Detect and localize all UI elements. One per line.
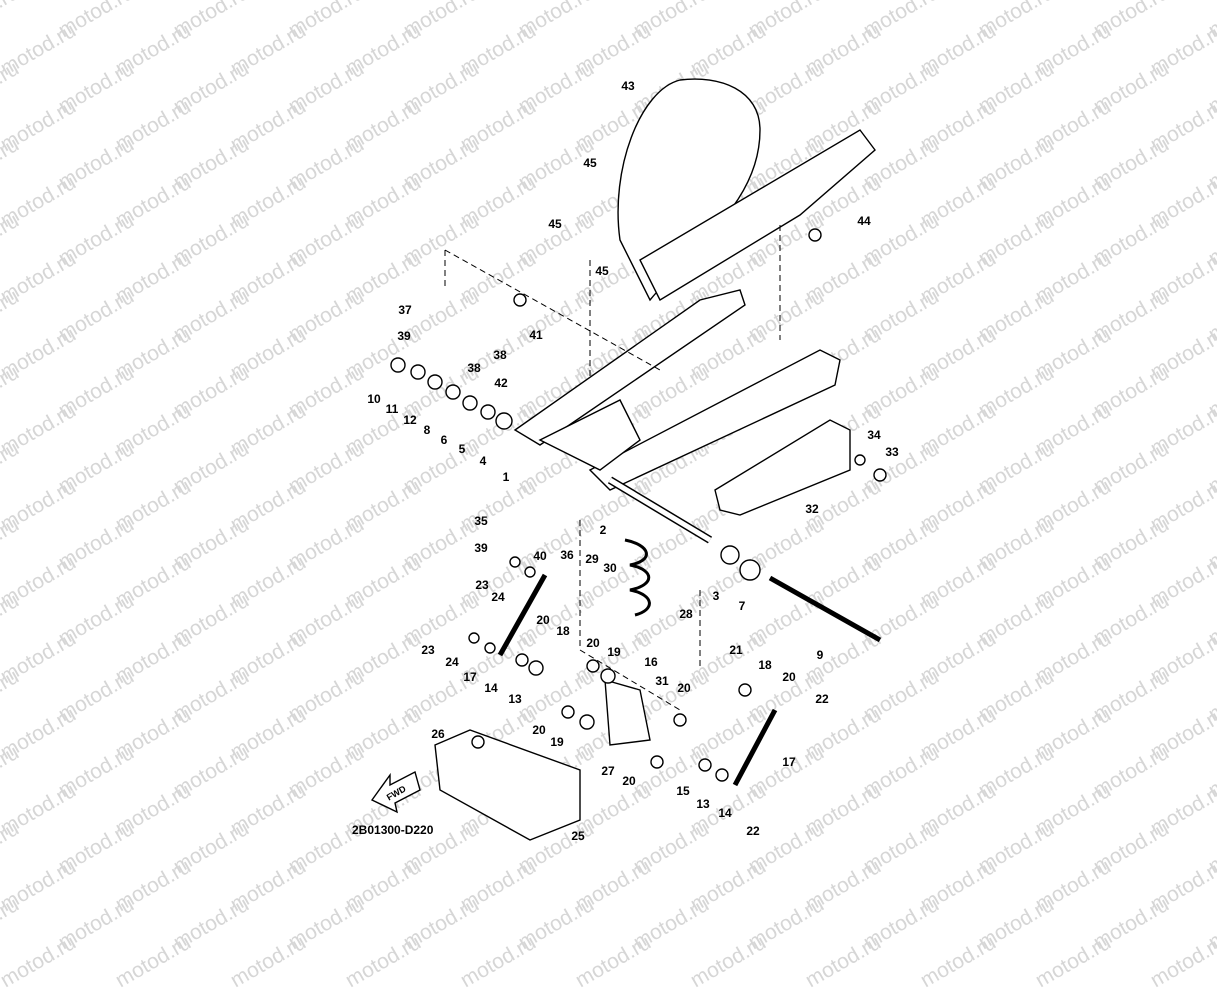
diagram-code: 2B01300-D220 — [352, 823, 434, 837]
part-callout: 30 — [603, 561, 617, 575]
part-callout: 23 — [475, 578, 489, 592]
part-callout: 39 — [397, 329, 411, 343]
part-callout: 2 — [599, 523, 607, 537]
watermark-text: motod.ru — [341, 930, 425, 993]
watermark-text: motod.ru — [0, 930, 80, 993]
part-callout: 37 — [398, 303, 412, 317]
part-callout: 20 — [586, 636, 600, 650]
connecting-rod-left — [497, 573, 548, 657]
part-callout: 26 — [431, 727, 445, 741]
part-callout: 34 — [867, 428, 881, 442]
part-callout: 20 — [536, 613, 550, 627]
part-callout: 45 — [548, 217, 562, 231]
rear-shock-spring — [624, 538, 651, 617]
part-callout: 18 — [758, 658, 772, 672]
part-callout: 17 — [463, 670, 477, 684]
part-callout: 27 — [601, 764, 615, 778]
parts-diagram — [370, 78, 887, 841]
part-callout: 39 — [474, 541, 488, 555]
part-callout: 42 — [494, 376, 508, 390]
part-callout: 7 — [738, 599, 746, 613]
part-callout: 21 — [729, 643, 743, 657]
part-callout: 17 — [782, 755, 796, 769]
part-callout: 15 — [676, 784, 690, 798]
part-callout: 38 — [467, 361, 481, 375]
part-callout: 22 — [815, 692, 829, 706]
part-callout: 11 — [385, 402, 399, 416]
part-callout: 32 — [805, 502, 819, 516]
swingarm-left — [513, 289, 746, 446]
watermark-text: motod.ru — [801, 930, 885, 993]
watermark-text: motod.ru — [111, 930, 195, 993]
part-callout: 44 — [857, 214, 871, 228]
pivot-shaft-inner — [608, 477, 712, 543]
part-callout: 6 — [440, 433, 448, 447]
part-callout: 22 — [746, 824, 760, 838]
part-callout: 43 — [621, 79, 635, 93]
part-callout: 19 — [550, 735, 564, 749]
part-callout: 38 — [493, 348, 507, 362]
swingarm-crossmember — [538, 399, 641, 471]
part-callout: 25 — [571, 829, 585, 843]
part-callout: 20 — [677, 681, 691, 695]
part-callout: 31 — [655, 674, 669, 688]
part-callout: 23 — [421, 643, 435, 657]
part-callout: 13 — [508, 692, 522, 706]
part-callout: 18 — [556, 624, 570, 638]
part-callout: 24 — [491, 590, 505, 604]
chain-slider — [714, 419, 851, 516]
part-callout: 14 — [718, 806, 732, 820]
swingarm-right — [588, 349, 841, 491]
part-callout: 35 — [474, 514, 488, 528]
watermark-text: motod.ru — [226, 930, 310, 993]
watermark-text: motod.ru — [686, 930, 770, 993]
part-callout: 13 — [696, 797, 710, 811]
part-callout: 36 — [560, 548, 574, 562]
part-callout: 33 — [885, 445, 899, 459]
part-callout: 40 — [533, 549, 547, 563]
part-callout: 45 — [583, 156, 597, 170]
part-callout: 20 — [782, 670, 796, 684]
part-callout: 24 — [445, 655, 459, 669]
part-callout: 45 — [595, 264, 609, 278]
small-parts — [390, 228, 887, 782]
part-callout: 14 — [484, 681, 498, 695]
watermark-text: motod.ru — [1146, 930, 1217, 993]
part-callout: 41 — [529, 328, 543, 342]
part-callout: 8 — [423, 423, 431, 437]
part-callout: 20 — [622, 774, 636, 788]
part-callout: 29 — [585, 552, 599, 566]
part-callout: 5 — [458, 442, 466, 456]
fwd-arrow — [370, 770, 421, 814]
part-callout: 19 — [607, 645, 621, 659]
part-callout: 3 — [712, 589, 720, 603]
relay-arm — [604, 679, 651, 746]
watermark-text: motod.ru — [916, 930, 1000, 993]
part-callout: 4 — [479, 454, 487, 468]
part-callout: 1 — [502, 470, 510, 484]
chain-guard — [639, 129, 876, 301]
watermark-text: motod.ru — [571, 930, 655, 993]
connecting-rod-right — [732, 708, 778, 787]
watermark-text: motod.ru — [456, 930, 540, 993]
part-callout: 9 — [816, 648, 824, 662]
part-callout: 20 — [532, 723, 546, 737]
part-callout: 16 — [644, 655, 658, 669]
watermark-text: motod.ru — [1031, 930, 1115, 993]
long-bolt — [768, 575, 882, 643]
bracket — [434, 729, 581, 841]
part-callout: 12 — [403, 413, 417, 427]
part-callout: 10 — [367, 392, 381, 406]
part-callout: 28 — [679, 607, 693, 621]
